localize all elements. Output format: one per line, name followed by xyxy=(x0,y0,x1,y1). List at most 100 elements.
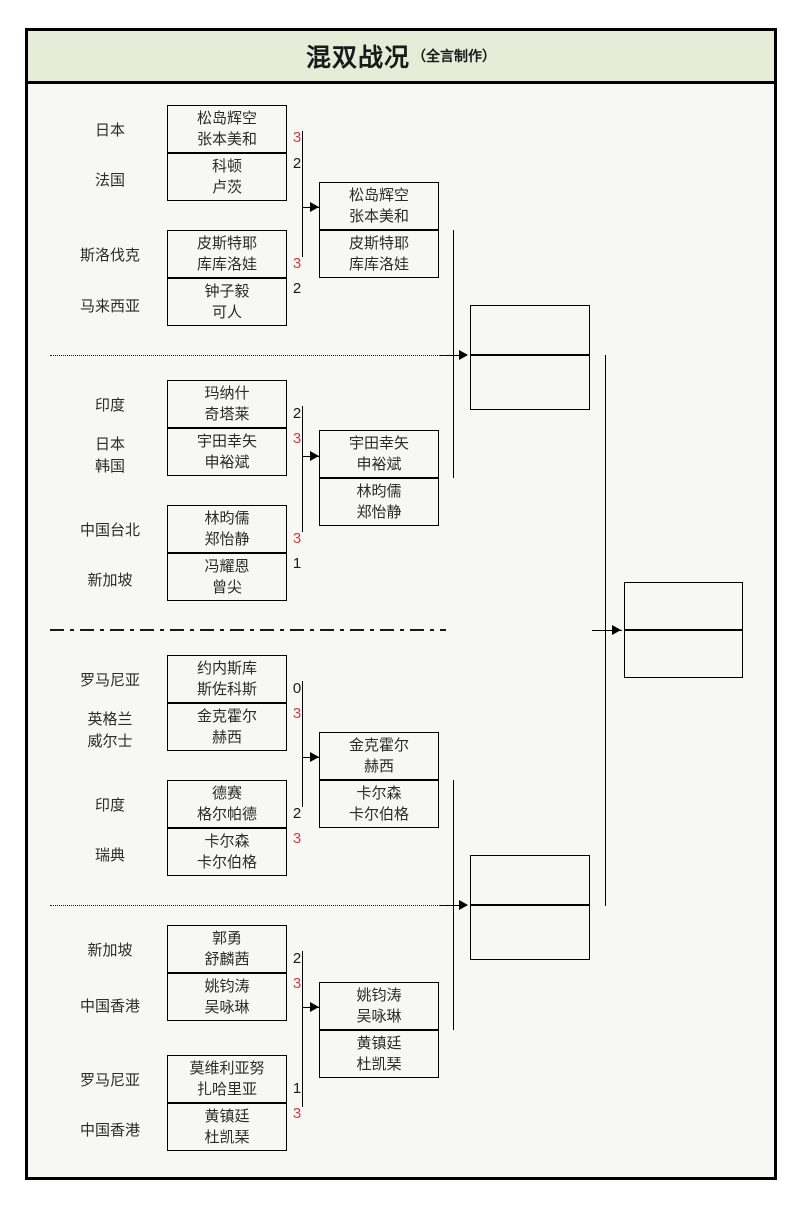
connector-line xyxy=(605,631,606,906)
score: 3 xyxy=(292,705,302,722)
match-slot[interactable]: 林昀儒 郑怡静 xyxy=(319,478,439,526)
match-slot[interactable]: 德赛 格尔帕德 xyxy=(167,780,287,828)
country-label: 罗马尼亚 xyxy=(79,672,140,689)
score: 0 xyxy=(292,680,302,697)
country-label: 印度 xyxy=(94,397,125,414)
player-name: 宇田幸矢 xyxy=(348,435,409,452)
connector-line xyxy=(592,630,622,631)
country-label: 罗马尼亚 xyxy=(79,1072,140,1089)
match-slot[interactable]: 钟子毅 可人 xyxy=(167,278,287,326)
player-name: 郑怡静 xyxy=(204,531,250,548)
match-slot[interactable]: 皮斯特耶 库库洛娃 xyxy=(167,230,287,278)
player-name: 卡尔森 xyxy=(356,785,402,802)
match-slot[interactable] xyxy=(470,905,590,960)
country-label: 法国 xyxy=(94,172,125,189)
score: 2 xyxy=(292,280,302,297)
section-separator xyxy=(50,629,446,631)
player-name: 张本美和 xyxy=(348,208,409,225)
match-slot[interactable]: 松岛辉空 张本美和 xyxy=(167,105,287,153)
country-label: 印度 xyxy=(94,797,125,814)
match-slot[interactable] xyxy=(470,305,590,355)
match-slot[interactable]: 冯耀恩 曾尖 xyxy=(167,553,287,601)
player-name: 钟子毅 xyxy=(204,283,250,300)
country-label: 斯洛伐克 xyxy=(79,247,140,264)
match-slot[interactable]: 姚钧涛 吴咏琳 xyxy=(319,982,439,1030)
connector-arrow xyxy=(310,752,319,762)
page-header: 混双战况 （全言制作） xyxy=(25,28,777,84)
connector-line xyxy=(453,356,454,478)
player-name: 扎哈里亚 xyxy=(196,1081,257,1098)
match-slot[interactable]: 卡尔森 卡尔伯格 xyxy=(319,780,439,828)
country-label: 中国香港 xyxy=(79,998,140,1015)
match-slot[interactable]: 莫维利亚努 扎哈里亚 xyxy=(167,1055,287,1103)
match-slot[interactable] xyxy=(470,355,590,410)
player-name: 科顿 xyxy=(211,158,242,175)
player-name: 黄镇廷 xyxy=(204,1108,250,1125)
player-name: 申裕斌 xyxy=(204,454,250,471)
score: 3 xyxy=(292,530,302,547)
match-slot[interactable]: 卡尔森 卡尔伯格 xyxy=(167,828,287,876)
score: 1 xyxy=(292,1080,302,1097)
player-name: 曾尖 xyxy=(211,579,242,596)
match-slot[interactable]: 玛纳什 奇塔莱 xyxy=(167,380,287,428)
match-slot[interactable] xyxy=(624,630,743,678)
connector-line xyxy=(453,780,454,906)
player-name: 库库洛娃 xyxy=(196,256,257,273)
player-name: 格尔帕德 xyxy=(196,806,257,823)
match-slot[interactable]: 林昀儒 郑怡静 xyxy=(167,505,287,553)
connector-line xyxy=(440,355,466,356)
match-slot[interactable] xyxy=(624,582,743,630)
player-name: 舒麟茜 xyxy=(204,951,250,968)
connector-line xyxy=(302,131,303,257)
country-label: 中国香港 xyxy=(79,1122,140,1139)
match-slot[interactable]: 约内斯库 斯佐科斯 xyxy=(167,655,287,703)
connector-arrow xyxy=(310,1002,319,1012)
player-name: 金克霍尔 xyxy=(348,737,409,754)
connector-line xyxy=(302,681,303,807)
country-label: 英格兰 威尔士 xyxy=(87,711,133,750)
connector-arrow xyxy=(612,625,621,635)
player-name: 冯耀恩 xyxy=(204,558,250,575)
match-slot[interactable]: 郭勇 舒麟茜 xyxy=(167,925,287,973)
match-slot[interactable]: 黄镇廷 杜凯琹 xyxy=(167,1103,287,1151)
connector-line xyxy=(302,951,303,1107)
bracket-frame xyxy=(25,28,777,1180)
player-name: 奇塔莱 xyxy=(204,406,250,423)
player-name: 松岛辉空 xyxy=(196,110,257,127)
match-slot[interactable]: 姚钧涛 吴咏琳 xyxy=(167,973,287,1021)
match-slot[interactable]: 皮斯特耶 库库洛娃 xyxy=(319,230,439,278)
player-name: 张本美和 xyxy=(196,131,257,148)
player-name: 约内斯库 xyxy=(196,660,257,677)
match-slot[interactable]: 宇田幸矢 申裕斌 xyxy=(319,430,439,478)
player-name: 杜凯琹 xyxy=(356,1056,402,1073)
player-name: 姚钧涛 xyxy=(356,987,402,1004)
match-slot[interactable]: 宇田幸矢 申裕斌 xyxy=(167,428,287,476)
match-slot[interactable]: 科顿 卢茨 xyxy=(167,153,287,201)
match-slot[interactable]: 金克霍尔 赫西 xyxy=(319,732,439,780)
player-name: 莫维利亚努 xyxy=(189,1060,265,1077)
section-separator xyxy=(50,905,446,906)
match-slot[interactable] xyxy=(470,855,590,905)
player-name: 申裕斌 xyxy=(356,456,402,473)
player-name: 赫西 xyxy=(363,758,394,775)
score: 1 xyxy=(292,555,302,572)
player-name: 可人 xyxy=(211,304,242,321)
match-slot[interactable]: 松岛辉空 张本美和 xyxy=(319,182,439,230)
player-name: 金克霍尔 xyxy=(196,708,257,725)
score: 2 xyxy=(292,805,302,822)
score: 3 xyxy=(292,129,302,146)
page-subtitle: （全言制作） xyxy=(412,48,496,64)
player-name: 斯佐科斯 xyxy=(196,681,257,698)
player-name: 卡尔伯格 xyxy=(196,854,257,871)
section-separator xyxy=(50,355,446,356)
country-label: 中国台北 xyxy=(79,522,140,539)
player-name: 玛纳什 xyxy=(204,385,250,402)
score: 3 xyxy=(292,975,302,992)
match-slot[interactable]: 黄镇廷 杜凯琹 xyxy=(319,1030,439,1078)
player-name: 宇田幸矢 xyxy=(196,433,257,450)
player-name: 库库洛娃 xyxy=(348,256,409,273)
country-label: 日本 xyxy=(94,122,125,139)
match-slot[interactable]: 金克霍尔 赫西 xyxy=(167,703,287,751)
connector-arrow xyxy=(459,900,468,910)
player-name: 吴咏琳 xyxy=(356,1008,402,1025)
